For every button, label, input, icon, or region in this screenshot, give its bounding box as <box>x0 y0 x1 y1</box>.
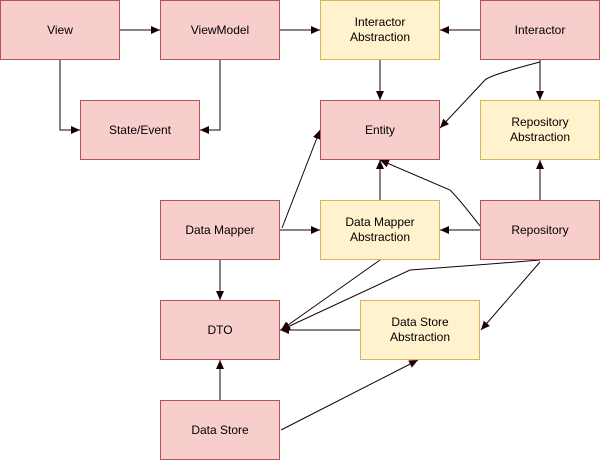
dto-node: DTO <box>160 300 280 360</box>
repository-node: Repository <box>480 200 600 260</box>
edge-viewmodel-to-state-event <box>200 60 221 134</box>
interactor-node: Interactor <box>480 0 600 60</box>
state-event-node: State/Event <box>80 100 200 160</box>
data-mapper-abstraction-node: Data Mapper Abstraction <box>320 200 440 260</box>
interactor-abstraction-node: Interactor Abstraction <box>320 0 440 60</box>
edge-interactor-to-entity <box>439 61 541 129</box>
data-store-node: Data Store <box>160 400 280 460</box>
edge-repository-to-dto <box>280 259 541 331</box>
edge-data-mapper-abstraction-to-dto <box>280 259 381 331</box>
viewmodel-node: ViewModel <box>160 0 280 60</box>
data-store-abstraction-node: Data Store Abstraction <box>360 300 480 360</box>
view-node: View <box>0 0 120 60</box>
edge-data-mapper-to-entity <box>281 129 321 229</box>
edge-view-to-state-event <box>59 60 80 134</box>
edge-data-store-to-data-store-abstraction <box>280 359 419 431</box>
data-mapper-node: Data Mapper <box>160 200 280 260</box>
edge-repository-to-entity <box>379 159 481 227</box>
entity-node: Entity <box>320 100 440 160</box>
repository-abstraction-node: Repository Abstraction <box>480 100 600 160</box>
edge-repository-to-data-store-abstraction <box>480 261 541 331</box>
